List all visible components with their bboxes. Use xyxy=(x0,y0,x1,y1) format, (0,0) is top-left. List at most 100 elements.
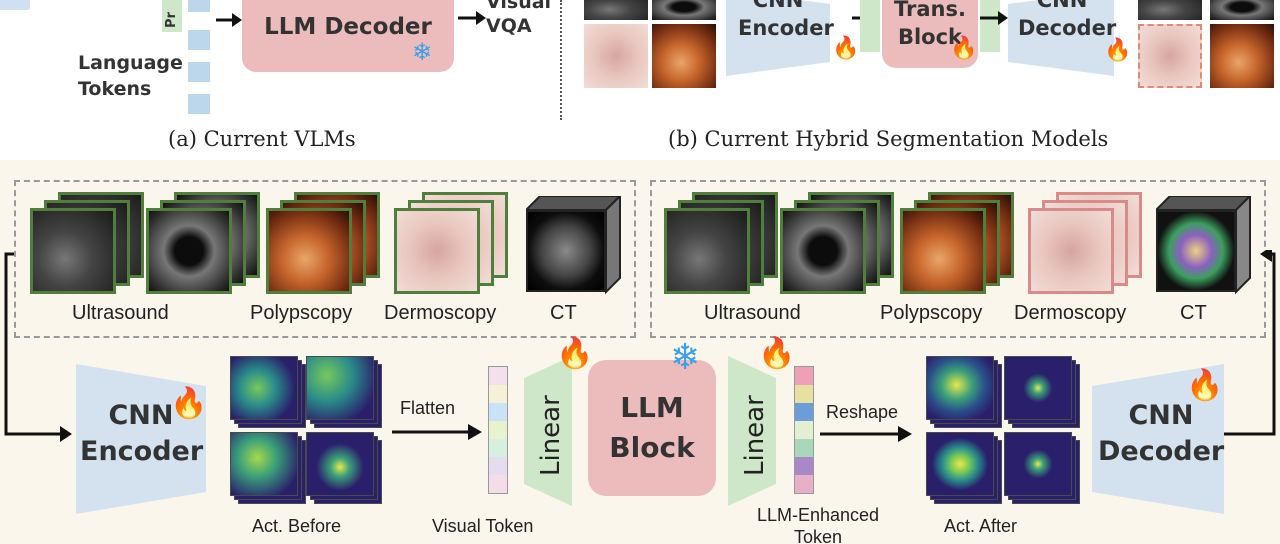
stack-frame xyxy=(1028,208,1114,294)
visual-token-bar xyxy=(488,366,508,494)
token-cell xyxy=(795,403,813,421)
llm-block-label: LLM Block xyxy=(609,388,694,468)
input-ultrasound-stack xyxy=(30,192,146,294)
stack-frame xyxy=(146,208,232,294)
output-dermoscopy-stack xyxy=(1028,192,1144,294)
stack-frame xyxy=(900,208,986,294)
fire-icon: 🔥 xyxy=(950,36,978,61)
visual-token-label: Visual Token xyxy=(432,516,534,536)
ct-cube-front xyxy=(526,210,606,292)
fire-icon: 🔥 xyxy=(556,336,594,371)
top-section: Pr LLM Decoder ❄ Visual VQA Language Tok… xyxy=(0,0,1280,160)
stack-frame xyxy=(780,208,866,294)
output-ultrasound-stack xyxy=(664,192,780,294)
cnn-decoder-label: CNN Decoder xyxy=(1098,398,1224,470)
output-modalities-group xyxy=(650,180,1266,338)
linear-left-shape xyxy=(524,356,572,506)
token-cell xyxy=(795,475,813,493)
cnn-encoder-line-1: CNN xyxy=(752,0,804,12)
heatmap xyxy=(926,356,994,420)
trans-block-line-2: Block xyxy=(897,25,963,49)
act-after-grid xyxy=(926,356,1080,508)
output-connector-arrow xyxy=(1224,250,1276,436)
trans-block-box: Trans. Block xyxy=(882,0,978,68)
input-label-ultrasound: Ultrasound xyxy=(72,302,169,324)
output-label-ultrasound: Ultrasound xyxy=(704,302,801,324)
stack-frame xyxy=(394,208,480,294)
cnn-decoder-line-2: Decoder xyxy=(1098,436,1225,467)
heatmap xyxy=(230,356,298,420)
input-label-dermoscopy: Dermoscopy xyxy=(384,302,497,324)
enhanced-token-line-1: LLM-Enhanced xyxy=(756,505,880,525)
token-cell xyxy=(489,385,507,403)
language-tokens-line-1: Language xyxy=(78,52,183,74)
llm-block-line-1: LLM xyxy=(620,391,684,424)
bottom-section: Ultrasound Polypscopy Dermoscopy CT Ultr… xyxy=(0,160,1280,544)
reshape-arrow xyxy=(820,426,912,442)
llm-block-line-2: Block xyxy=(609,431,695,464)
ct-cube-front xyxy=(1156,210,1236,292)
flatten-label: Flatten xyxy=(400,398,456,418)
cnn-decoder-label: CNN Decoder xyxy=(1018,0,1117,42)
trans-block-line-1: Trans. xyxy=(894,0,966,21)
fire-icon: 🔥 xyxy=(832,36,860,61)
token-cell xyxy=(795,439,813,457)
input-polyp-image xyxy=(652,24,716,88)
enhanced-token-line-2: Token xyxy=(793,527,843,544)
output-ultrasound2-stack xyxy=(780,192,896,294)
input-label-polypscopy: Polypscopy xyxy=(250,302,353,324)
token-cell xyxy=(489,439,507,457)
cnn-decoder-line-1: CNN xyxy=(1128,400,1194,431)
token-cell xyxy=(795,385,813,403)
fire-icon: 🔥 xyxy=(1104,38,1132,63)
token-cell xyxy=(795,367,813,385)
output-label-polypscopy: Polypscopy xyxy=(880,302,983,324)
panel-b: CNN Encoder 🔥 Trans. Block 🔥 CNN Decoder xyxy=(570,0,1280,160)
input-modalities-group xyxy=(14,180,636,338)
lang-token xyxy=(188,62,210,82)
cnn-encoder-trapezoid xyxy=(76,364,206,514)
token-cell xyxy=(489,421,507,439)
llm-decoder-box: LLM Decoder xyxy=(242,0,454,72)
output-ct-cube xyxy=(1156,196,1252,296)
input-polyp-stack xyxy=(266,192,382,294)
cnn-decoder-line-1: CNN xyxy=(1036,0,1088,12)
arrow-to-vqa xyxy=(458,11,486,25)
output-label-ct: CT xyxy=(1180,302,1207,324)
output-polyp-image xyxy=(1210,24,1274,88)
lang-token xyxy=(188,94,210,114)
arrow-trans-to-decoder xyxy=(980,11,1008,25)
cnn-decoder-trapezoid xyxy=(1092,364,1224,514)
output-ultrasound-image-2 xyxy=(1210,0,1274,20)
cnn-encoder-line-1: CNN xyxy=(108,400,174,431)
cnn-decoder-line-2: Decoder xyxy=(1018,16,1117,40)
output-dermoscopy-image xyxy=(1138,24,1202,88)
heatmap xyxy=(230,432,298,496)
reshape-label: Reshape xyxy=(826,402,899,422)
enhanced-token-label: LLM-Enhanced Token xyxy=(738,504,898,544)
vqa-line-1: Visual xyxy=(486,0,552,13)
arrow-to-decoder xyxy=(216,13,242,27)
language-tokens-line-2: Tokens xyxy=(78,78,152,100)
token-cell xyxy=(795,457,813,475)
input-connector-arrow xyxy=(4,252,72,442)
input-dermoscopy-stack xyxy=(394,192,510,294)
stack-frame xyxy=(30,208,116,294)
flatten-arrow xyxy=(392,424,482,440)
panel-divider xyxy=(560,0,562,120)
panel-a: Pr LLM Decoder ❄ Visual VQA Language Tok… xyxy=(0,0,560,160)
output-label-dermoscopy: Dermoscopy xyxy=(1014,302,1127,324)
caption-a: (a) Current VLMs xyxy=(168,127,356,151)
stack-frame xyxy=(664,208,750,294)
llm-block: LLM Block xyxy=(588,360,716,496)
token-cell xyxy=(795,421,813,439)
image-token xyxy=(188,0,210,12)
stack-frame xyxy=(266,208,352,294)
output-ultrasound-image xyxy=(1138,0,1202,20)
ct-cube-sides xyxy=(526,196,622,295)
cnn-encoder-label: CNN Encoder xyxy=(738,0,834,42)
token-cell xyxy=(489,475,507,493)
act-after-label: Act. After xyxy=(944,516,1018,536)
act-before-grid xyxy=(230,356,382,508)
heatmap xyxy=(1004,432,1072,496)
